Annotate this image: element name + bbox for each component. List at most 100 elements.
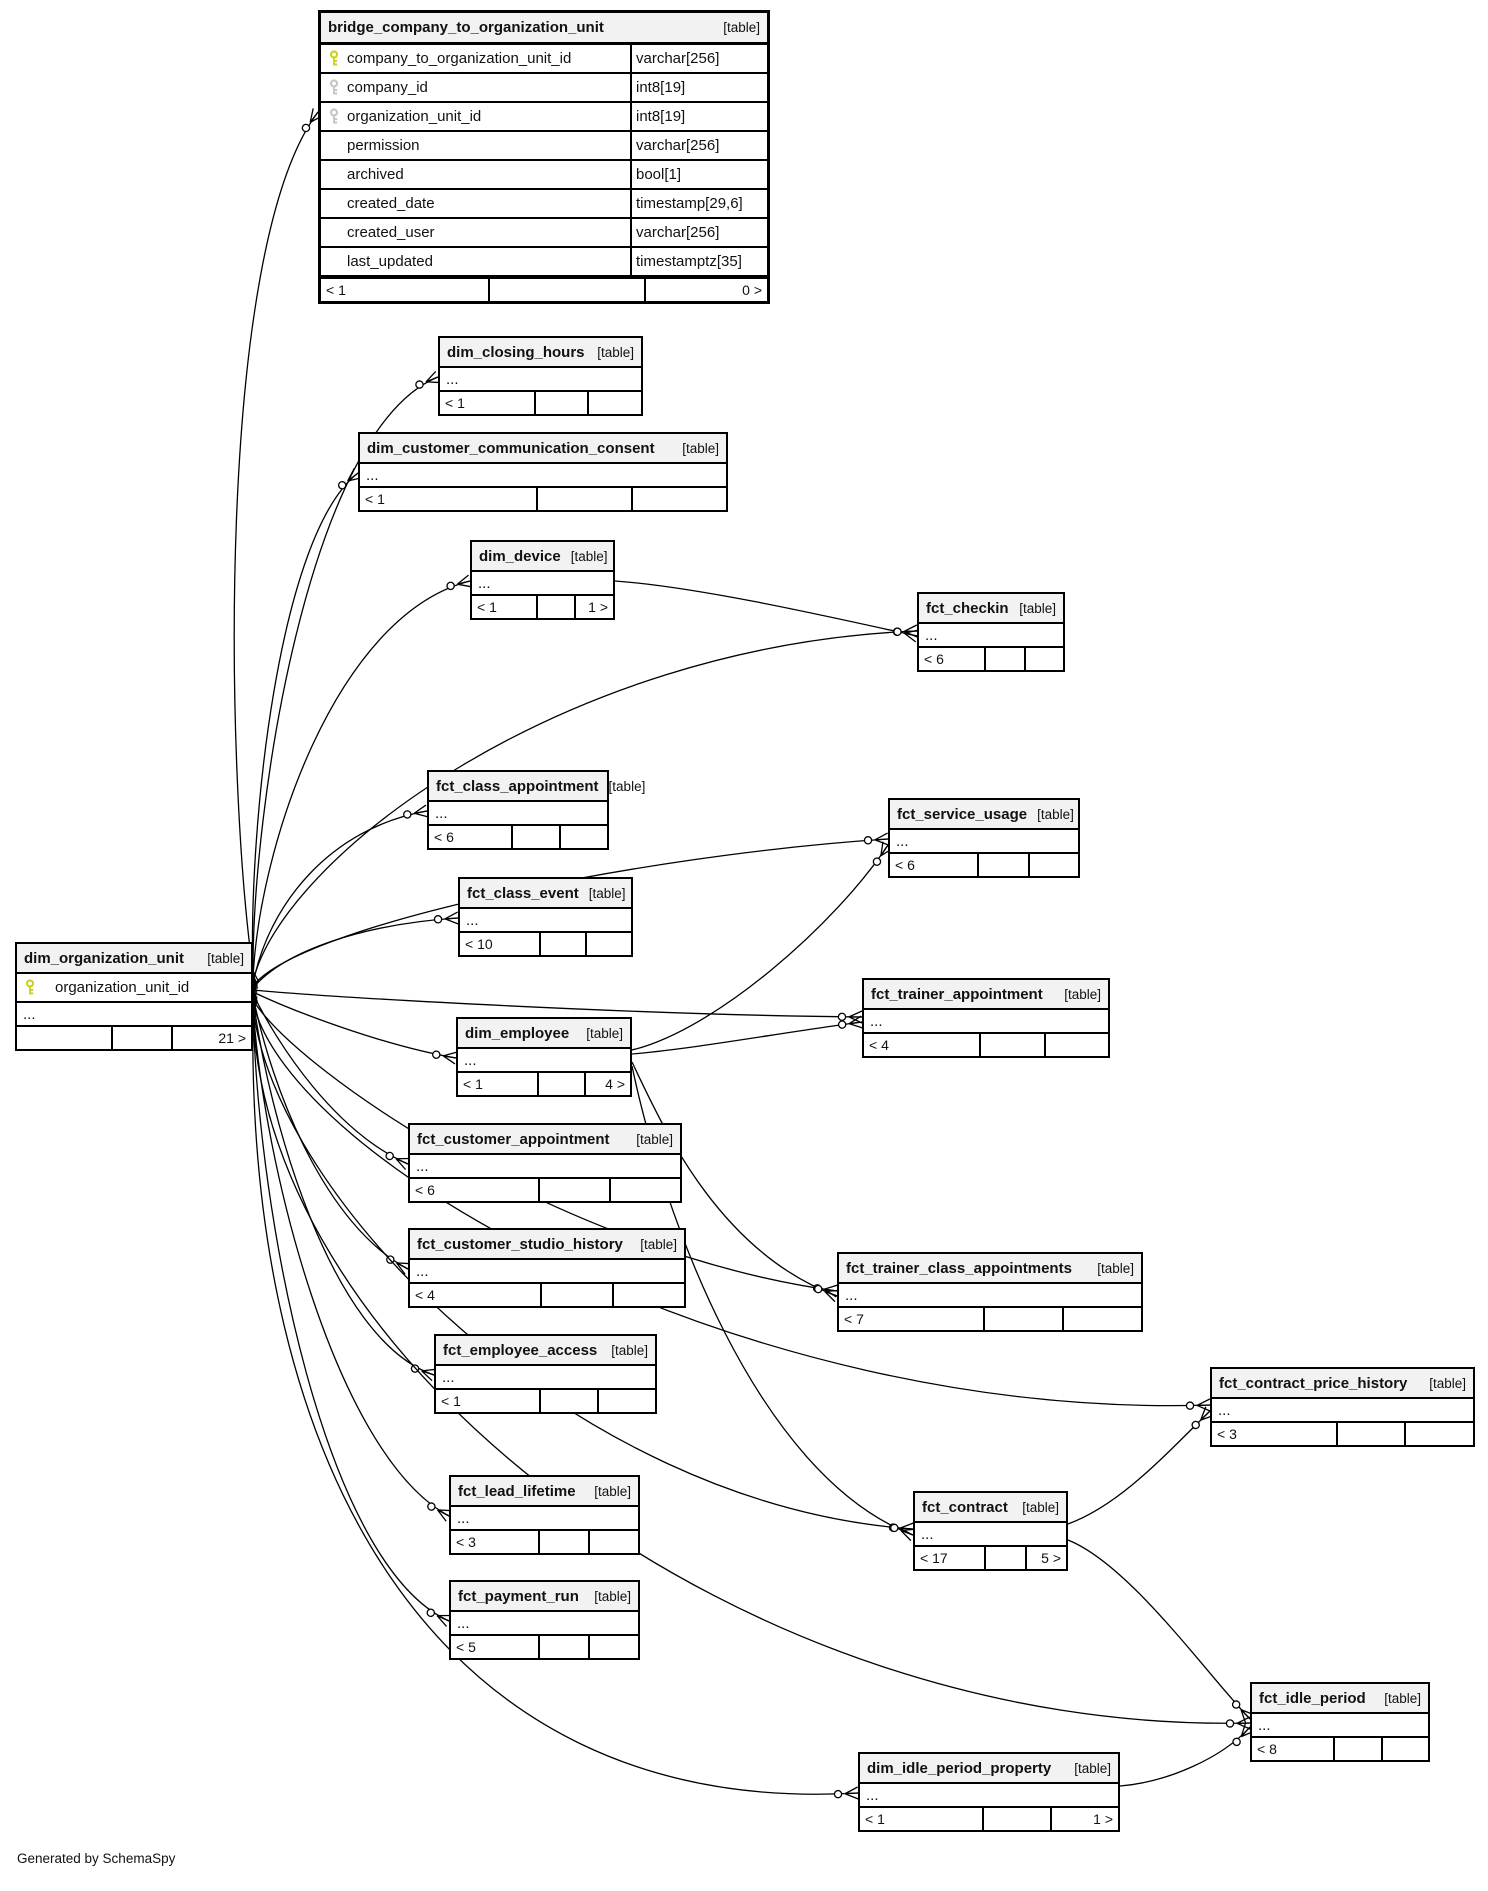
column-name: created_date xyxy=(347,195,435,212)
table-type-label: [table] xyxy=(570,548,608,564)
table-name: dim_closing_hours xyxy=(447,343,585,361)
table-fct_contract_price_history[interactable]: fct_contract_price_history [table] ... <… xyxy=(1210,1367,1475,1447)
table-name: fct_employee_access xyxy=(443,1341,598,1359)
collapsed-columns-row: ... xyxy=(457,1614,470,1632)
column-row: created_date timestamp[29,6] xyxy=(321,190,767,219)
table-type-label: [table] xyxy=(594,1483,631,1499)
table-fct_contract[interactable]: fct_contract [table] ... < 17 5 > xyxy=(913,1491,1068,1571)
degree-out xyxy=(587,392,641,414)
degree-in: < 4 xyxy=(415,1287,435,1303)
table-fct_payment_run[interactable]: fct_payment_run [table] ... < 5 xyxy=(449,1580,640,1660)
table-dim_customer_communication_consent[interactable]: dim_customer_communication_consent [tabl… xyxy=(358,432,728,512)
table-type-label: [table] xyxy=(1074,1760,1111,1776)
table-header: dim_organization_unit [table] xyxy=(17,944,251,974)
table-type-label: [table] xyxy=(1429,1375,1466,1391)
edge-dim_idle_period_property-fct_idle_period xyxy=(1119,1722,1255,1787)
table-name: dim_customer_communication_consent xyxy=(367,439,655,457)
table-name: dim_employee xyxy=(465,1024,570,1042)
key-icon xyxy=(321,79,347,96)
degree-out: 5 > xyxy=(1024,1547,1066,1569)
degree-in: < 6 xyxy=(434,829,454,845)
collapsed-columns-row: ... xyxy=(442,1368,455,1386)
column-type: timestamptz[35] xyxy=(630,248,767,275)
degree-out xyxy=(631,488,726,510)
table-dim_closing_hours[interactable]: dim_closing_hours [table] ... < 1 xyxy=(438,336,643,416)
degree-out xyxy=(609,1179,680,1201)
degree-mid xyxy=(538,1179,609,1201)
table-footer: < 3 xyxy=(1212,1421,1473,1445)
column-type: timestamp[29,6] xyxy=(630,190,767,217)
table-footer: < 1 xyxy=(436,1388,655,1412)
column-name: company_id xyxy=(347,79,428,96)
collapsed-columns-row: ... xyxy=(1218,1401,1231,1419)
table-name: fct_customer_studio_history xyxy=(417,1235,623,1253)
degree-out xyxy=(584,933,631,955)
table-name: fct_service_usage xyxy=(897,805,1028,823)
degree-out xyxy=(587,1636,638,1658)
degree-in: < 10 xyxy=(465,936,493,952)
degree-out: 0 > xyxy=(643,279,767,301)
table-fct_class_appointment[interactable]: fct_class_appointment [table] ... < 6 xyxy=(427,770,645,850)
edge-dim_organization_unit-fct_trainer_appointment xyxy=(253,990,862,1017)
column-name: created_user xyxy=(347,224,435,241)
table-footer: < 1 xyxy=(360,486,726,510)
degree-in: < 6 xyxy=(895,857,915,873)
table-footer: < 1 0 > xyxy=(321,277,767,301)
collapsed-columns-row: ... xyxy=(446,370,459,388)
collapsed-columns-row: ... xyxy=(464,1051,477,1069)
table-fct_lead_lifetime[interactable]: fct_lead_lifetime [table] ... < 3 xyxy=(449,1475,640,1555)
table-fct_employee_access[interactable]: fct_employee_access [table] ... < 1 xyxy=(434,1334,657,1414)
table-type-label: [table] xyxy=(682,440,719,456)
degree-in: < 3 xyxy=(456,1534,476,1550)
table-footer: < 10 xyxy=(460,931,631,955)
collapsed-columns-row: ... xyxy=(435,804,448,822)
degree-in: < 1 xyxy=(365,491,385,507)
edge-dim_organization_unit-fct_employee_access xyxy=(253,998,434,1375)
table-fct_customer_studio_history[interactable]: fct_customer_studio_history [table] ... … xyxy=(408,1228,686,1308)
table-name: fct_trainer_appointment xyxy=(871,985,1043,1003)
degree-mid xyxy=(537,1531,588,1553)
table-header: fct_trainer_class_appointments [table] xyxy=(839,1254,1141,1284)
table-bridge_company_to_organization_unit[interactable]: bridge_company_to_organization_unit [tab… xyxy=(318,10,770,304)
table-footer: < 4 xyxy=(410,1282,684,1306)
degree-out xyxy=(1380,1738,1429,1760)
column-row: last_updated timestamptz[35] xyxy=(321,248,767,277)
table-fct_checkin[interactable]: fct_checkin [table] ... < 6 xyxy=(917,592,1065,672)
degree-out xyxy=(1023,648,1064,670)
collapsed-columns-row: ... xyxy=(466,911,479,929)
degree-mid xyxy=(533,392,588,414)
degree-out: 4 > xyxy=(583,1073,631,1095)
edge-dim_employee-fct_service_usage xyxy=(631,841,894,1051)
table-fct_service_usage[interactable]: fct_service_usage [table] ... < 6 xyxy=(888,798,1080,878)
degree-mid xyxy=(982,1808,1050,1830)
table-fct_trainer_appointment[interactable]: fct_trainer_appointment [table] ... < 4 xyxy=(862,978,1110,1058)
table-header: fct_contract_price_history [table] xyxy=(1212,1369,1473,1399)
degree-in: < 6 xyxy=(924,651,944,667)
table-dim_organization_unit[interactable]: dim_organization_unit [table] organizati… xyxy=(15,942,253,1051)
degree-out: 21 > xyxy=(171,1027,251,1049)
degree-mid xyxy=(538,933,585,955)
column-type: bool[1] xyxy=(630,161,767,188)
table-fct_class_event[interactable]: fct_class_event [table] ... < 10 xyxy=(458,877,633,957)
degree-mid xyxy=(111,1027,171,1049)
table-header: dim_employee [table] xyxy=(458,1019,630,1049)
degree-mid xyxy=(538,1390,597,1412)
degree-out xyxy=(1027,854,1079,876)
degree-mid xyxy=(537,1073,584,1095)
edge-dim_employee-fct_trainer_appointment xyxy=(631,1015,863,1055)
table-dim_employee[interactable]: dim_employee [table] ... < 1 4 > xyxy=(456,1017,632,1097)
table-name: fct_idle_period xyxy=(1259,1689,1366,1707)
table-type-label: [table] xyxy=(1097,1260,1134,1276)
table-fct_customer_appointment[interactable]: fct_customer_appointment [table] ... < 6 xyxy=(408,1123,682,1203)
table-fct_trainer_class_appointments[interactable]: fct_trainer_class_appointments [table] .… xyxy=(837,1252,1143,1332)
table-type-label: [table] xyxy=(640,1236,677,1252)
degree-mid xyxy=(1333,1738,1381,1760)
table-dim_idle_period_property[interactable]: dim_idle_period_property [table] ... < 1… xyxy=(858,1752,1120,1832)
table-name: fct_contract xyxy=(922,1498,1008,1516)
table-dim_device[interactable]: dim_device [table] ... < 1 1 > xyxy=(470,540,615,620)
edge-dim_employee-fct_trainer_class_appointments xyxy=(631,1061,840,1303)
table-name: dim_organization_unit xyxy=(24,949,185,967)
table-fct_idle_period[interactable]: fct_idle_period [table] ... < 8 xyxy=(1250,1682,1430,1762)
table-type-label: [table] xyxy=(1022,1499,1059,1515)
edge-dim_organization_unit-fct_class_appointment xyxy=(253,811,427,984)
